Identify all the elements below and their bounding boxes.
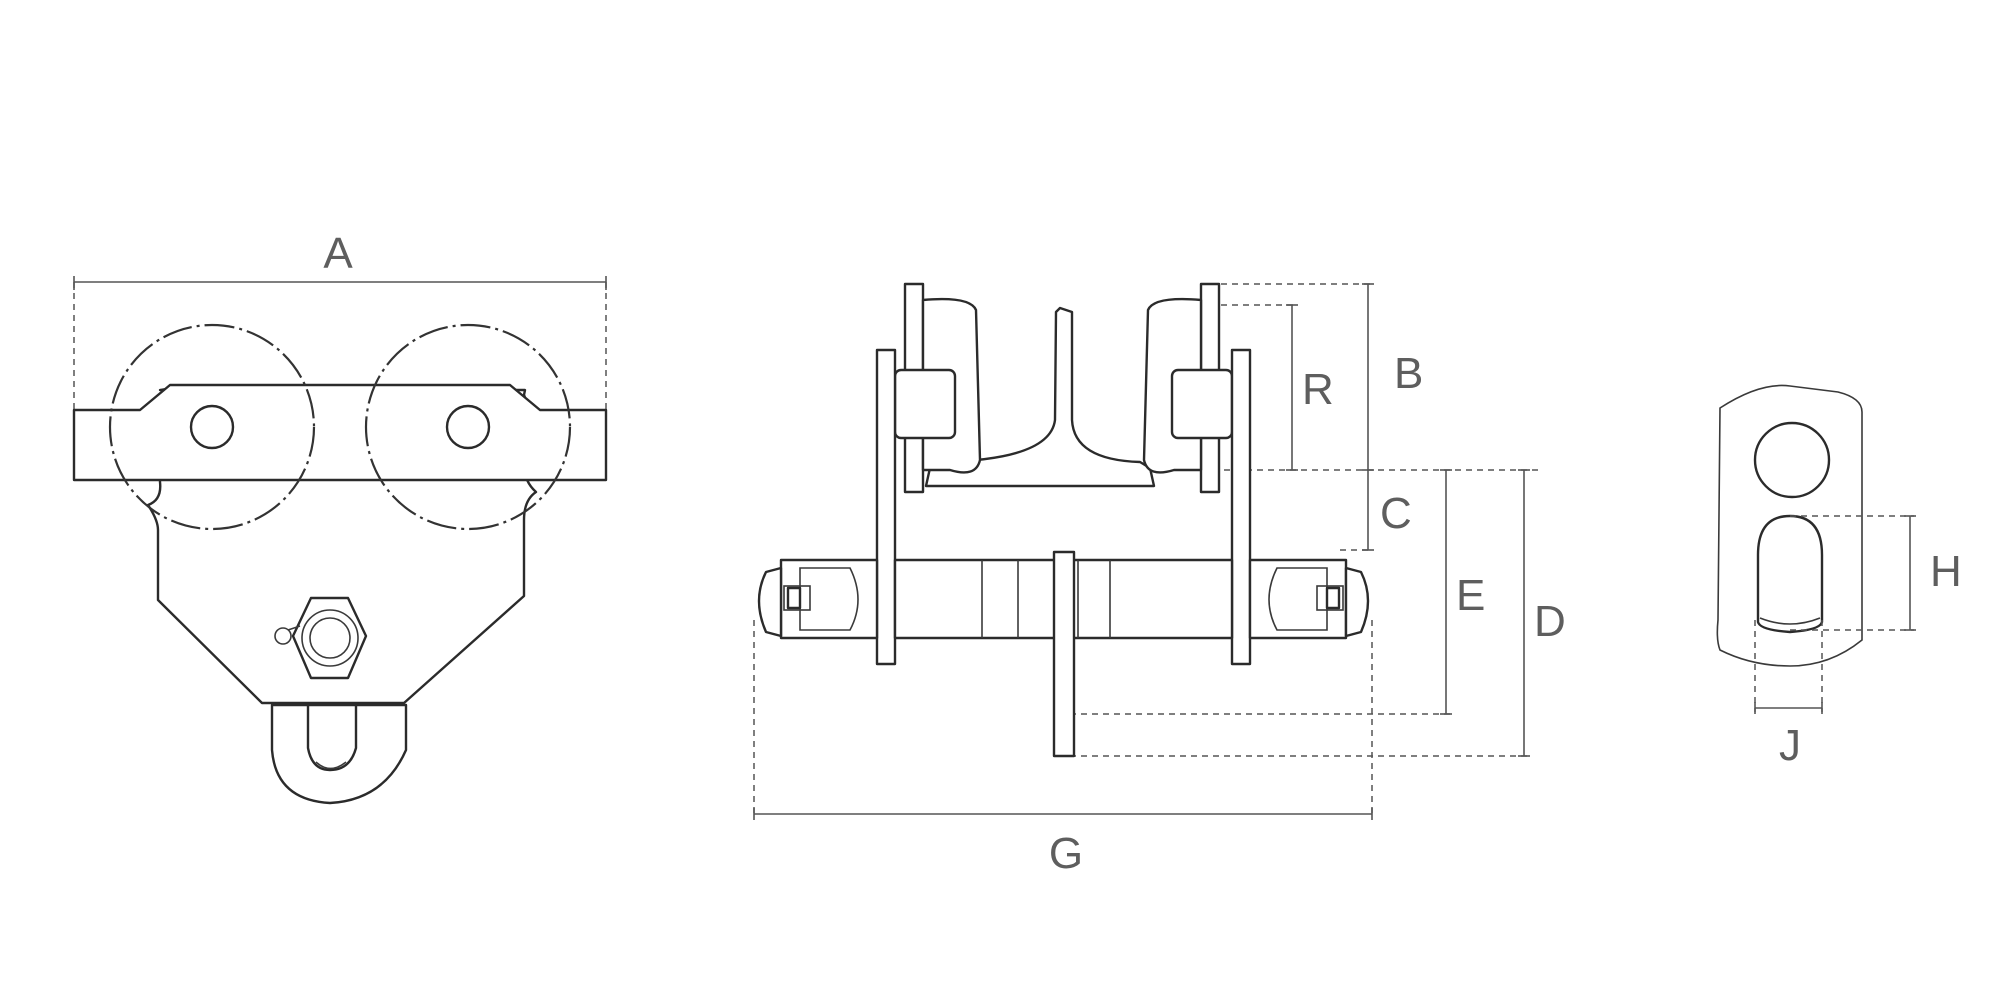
- dimension-a: [73, 276, 607, 410]
- label-a: A: [323, 229, 353, 278]
- right-side-plate: [1230, 348, 1252, 666]
- hex-nut: [274, 596, 368, 680]
- side-view: [753, 282, 1540, 820]
- label-r: R: [1302, 365, 1334, 414]
- left-side-plate: [875, 348, 897, 666]
- right-axle-hole: [445, 404, 491, 450]
- upper-hole: [1753, 421, 1831, 499]
- dimension-j: [1754, 620, 1823, 714]
- dimension-e: [1440, 469, 1452, 715]
- front-view: [72, 276, 608, 805]
- dimension-b: [1362, 283, 1374, 470]
- dimension-c: [1362, 469, 1374, 551]
- label-d: D: [1534, 597, 1566, 646]
- right-wheel: [364, 323, 572, 531]
- lower-slot: [1756, 514, 1824, 634]
- label-h: H: [1930, 547, 1962, 596]
- right-shaft-nut: [1248, 558, 1370, 640]
- dimension-h: [1790, 515, 1916, 631]
- wheel-bracket: [72, 383, 608, 482]
- label-e: E: [1456, 571, 1485, 620]
- suspension-eye: [270, 703, 408, 805]
- label-j: J: [1779, 721, 1801, 770]
- label-g: G: [1049, 829, 1083, 878]
- eye-detail-view: [1716, 384, 1916, 714]
- center-hanger-plate: [1052, 550, 1076, 758]
- left-wheel: [108, 323, 316, 531]
- left-shaft-nut: [757, 558, 879, 640]
- right-flanged-wheel: [1142, 282, 1234, 494]
- label-b: B: [1394, 349, 1423, 398]
- dimension-g: [753, 808, 1373, 820]
- left-flanged-wheel: [893, 282, 982, 494]
- label-c: C: [1380, 489, 1412, 538]
- dimension-r: [1286, 304, 1298, 471]
- dimension-d: [1518, 469, 1530, 757]
- left-axle-hole: [189, 404, 235, 450]
